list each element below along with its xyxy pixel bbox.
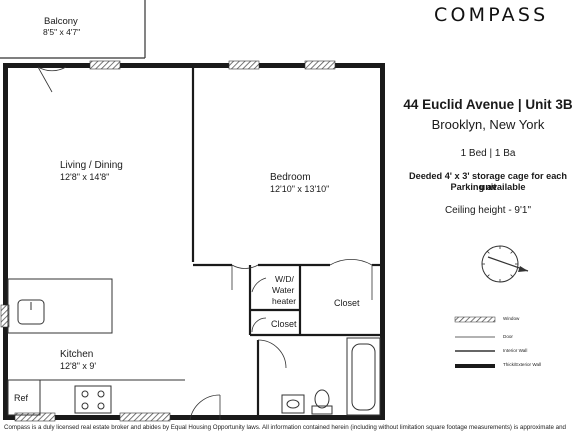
kitchen-name: Kitchen xyxy=(60,349,93,360)
bedroom-dims: 12'10" x 13'10" xyxy=(270,184,329,194)
room-labels: Balcony 8'5" x 4'7" Living / Dining 12'8… xyxy=(14,16,360,403)
north-arrow-icon xyxy=(481,245,529,283)
listing-parking: Parking available xyxy=(450,182,526,192)
legend-door-label: Door xyxy=(503,334,513,339)
closet-small-label: Closet xyxy=(271,319,297,329)
wd-line3: heater xyxy=(272,296,296,306)
legend-interior-wall-label: Interior Wall xyxy=(503,348,528,353)
balcony-dims: 8'5" x 4'7" xyxy=(43,27,80,37)
legend-symbols xyxy=(454,316,496,368)
interior-walls xyxy=(191,67,382,415)
listing-bed-bath: 1 Bed | 1 Ba xyxy=(460,148,516,159)
legend-exterior-wall-symbol xyxy=(455,364,495,368)
listing-address: 44 Euclid Avenue | Unit 3B xyxy=(403,97,573,112)
balcony-name: Balcony xyxy=(44,16,78,27)
bathroom-fixtures xyxy=(281,337,381,416)
wd-line1: W/D/ xyxy=(275,274,295,284)
bedroom-name: Bedroom xyxy=(270,172,311,183)
exterior-walls xyxy=(3,63,385,420)
kitchen-counter xyxy=(7,278,185,416)
wd-line2: Water xyxy=(272,285,295,295)
interior-doors xyxy=(189,259,373,421)
balcony-outline xyxy=(0,0,146,59)
living-dims: 12'8" x 14'8" xyxy=(60,172,109,182)
listing-city: Brooklyn, New York xyxy=(431,117,545,132)
windows xyxy=(0,60,336,422)
legend-window-symbol xyxy=(454,316,496,323)
compass-logo: COMPASS xyxy=(434,4,549,26)
living-name: Living / Dining xyxy=(60,160,123,171)
closet-large-label: Closet xyxy=(334,298,360,308)
legend-window-label: Window xyxy=(503,316,520,321)
balcony-door xyxy=(37,66,67,93)
listing-storage: Deeded 4' x 3' storage cage for each uni… xyxy=(408,171,568,192)
ref-label: Ref xyxy=(14,393,29,403)
footer-disclaimer: Compass is a duly licensed real estate b… xyxy=(4,424,566,431)
legend-exterior-wall-label: Thick/Exterior Wall xyxy=(503,362,542,367)
listing-ceiling: Ceiling height - 9'1" xyxy=(444,205,532,216)
kitchen-dims: 12'8" x 9' xyxy=(60,361,96,371)
